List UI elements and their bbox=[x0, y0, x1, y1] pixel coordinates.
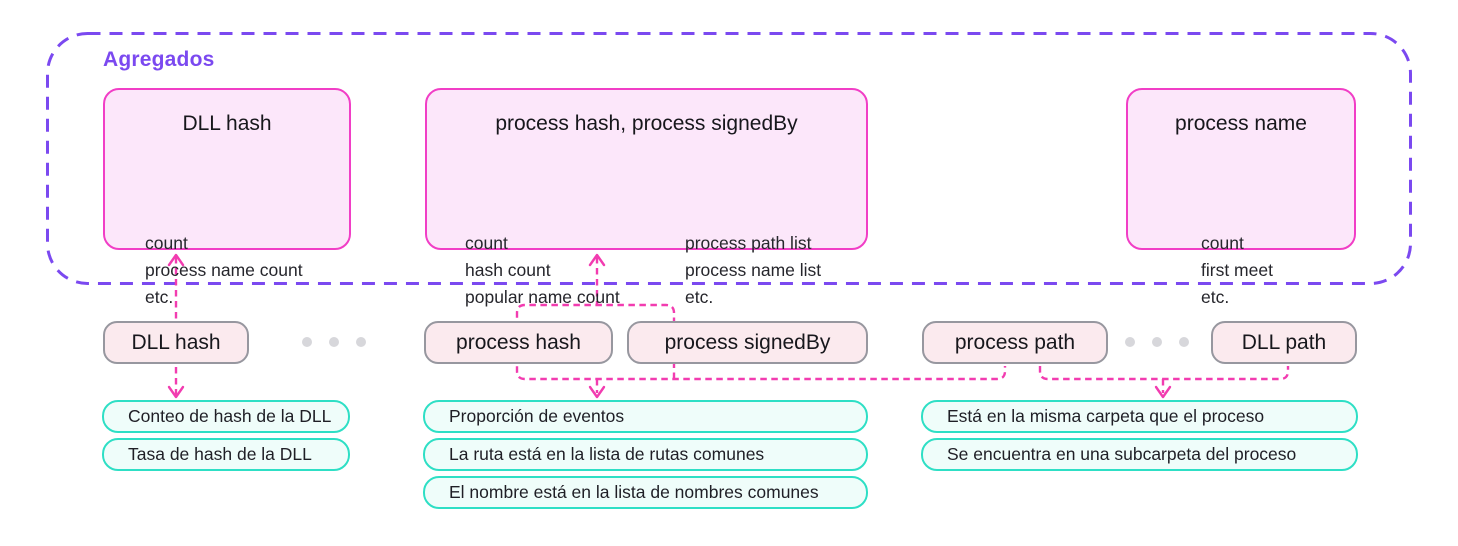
heuristic-box: Conteo de hash de la DLL bbox=[102, 400, 350, 433]
heuristic-box: Está en la misma carpeta que el proceso bbox=[921, 400, 1358, 433]
field-box-process-path: process path bbox=[922, 321, 1108, 364]
aggregate-item: count bbox=[465, 233, 508, 253]
aggregate-item: count bbox=[1201, 233, 1244, 253]
ellipsis-dots bbox=[1125, 337, 1189, 347]
aggregate-item: first meet bbox=[1201, 260, 1273, 280]
field-box-dll-path: DLL path bbox=[1211, 321, 1357, 364]
aggregates-dashed-border bbox=[46, 32, 1412, 285]
aggregates-label: Agregados bbox=[103, 48, 215, 71]
aggregate-item: etc. bbox=[1201, 287, 1230, 307]
aggregate-item: hash count bbox=[465, 260, 551, 280]
aggregate-item: etc. bbox=[685, 287, 714, 307]
heuristic-box: El nombre está en la lista de nombres co… bbox=[423, 476, 868, 509]
arrow-up-dll-hash-icon bbox=[167, 253, 185, 267]
aggregate-box-process-name: process name count first meet etc. bbox=[1126, 88, 1356, 307]
dot-icon bbox=[356, 337, 366, 347]
aggregate-item: process name list bbox=[685, 260, 822, 280]
aggregate-title: process hash, process signedBy bbox=[495, 112, 798, 135]
arrow-down-dll-hash-icon bbox=[167, 385, 185, 399]
dot-icon bbox=[1152, 337, 1162, 347]
aggregate-title: process name bbox=[1175, 112, 1307, 135]
field-box-process-hash: process hash bbox=[424, 321, 613, 364]
aggregate-item: etc. bbox=[145, 287, 174, 307]
heuristic-box: Tasa de hash de la DLL bbox=[102, 438, 350, 471]
dot-icon bbox=[1179, 337, 1189, 347]
field-box-process-signedby: process signedBy bbox=[627, 321, 868, 364]
dot-icon bbox=[302, 337, 312, 347]
aggregate-item: process name count bbox=[145, 260, 303, 280]
arrow-up-mid-icon bbox=[588, 253, 606, 267]
dot-icon bbox=[329, 337, 339, 347]
heuristic-box: La ruta está en la lista de rutas comune… bbox=[423, 438, 868, 471]
arrow-down-right-icon bbox=[1154, 385, 1172, 399]
connector-rail-right bbox=[1038, 366, 1290, 381]
dot-icon bbox=[1125, 337, 1135, 347]
arrow-down-mid-icon bbox=[588, 385, 606, 399]
aggregate-box-dll-hash: DLL hash count process name count etc. bbox=[103, 88, 351, 307]
ellipsis-dots bbox=[302, 337, 366, 347]
aggregate-title: DLL hash bbox=[182, 112, 272, 135]
heuristic-box: Proporción de eventos bbox=[423, 400, 868, 433]
aggregate-item: process path list bbox=[685, 233, 812, 253]
heuristic-box: Se encuentra en una subcarpeta del proce… bbox=[921, 438, 1358, 471]
aggregate-item: count bbox=[145, 233, 188, 253]
aggregate-box-process-hash-signedby: process hash, process signedBy count has… bbox=[425, 88, 868, 307]
field-box-dll-hash: DLL hash bbox=[103, 321, 249, 364]
aggregate-item: popular name count bbox=[465, 287, 620, 307]
